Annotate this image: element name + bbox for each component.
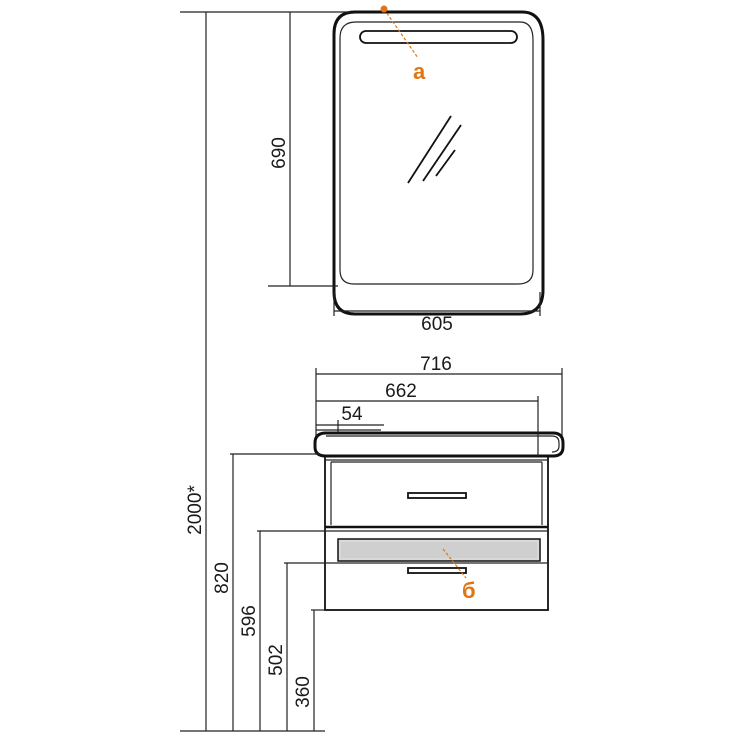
dim-label-605: 605: [421, 314, 453, 335]
dim-label-360: 360: [293, 676, 314, 708]
dim-heights: 2000* 820 596 502 360: [180, 12, 325, 732]
dim-mirror-width: 605: [333, 292, 541, 335]
dim-label-596: 596: [239, 605, 260, 637]
drawer-light-strip-inner: [341, 542, 537, 558]
dim-label-502: 502: [266, 644, 287, 676]
mirror-lamp-bar: [359, 30, 518, 44]
callout-b-group: б: [442, 548, 476, 603]
mirror-group: [332, 10, 545, 316]
lower-drawer-handle: [407, 567, 467, 574]
upper-drawer-handle: [407, 492, 467, 499]
mirror-reflection-line: [407, 115, 452, 184]
callout-a-leader: [383, 8, 419, 59]
mirror-outer-frame: [332, 10, 545, 316]
cabinet-body: [324, 455, 549, 611]
dim-label-662: 662: [385, 381, 417, 402]
callout-b-leader: [442, 548, 467, 579]
mirror-reflection-line: [422, 124, 462, 182]
cabinet-group: [313, 429, 565, 611]
mirror-inner-frame: [339, 21, 534, 285]
mirror-reflection-line: [435, 149, 456, 177]
dim-label-820: 820: [212, 562, 233, 594]
callout-a-group: а: [380, 5, 426, 84]
dim-label-2000: 2000*: [185, 485, 206, 535]
callout-b-label: б: [462, 578, 476, 603]
dim-label-54: 54: [341, 404, 363, 425]
dim-label-716: 716: [420, 354, 452, 375]
dim-cabinet-widths: 716 662 54: [315, 354, 563, 456]
dim-mirror-height: 690: [180, 11, 350, 287]
cabinet-countertop: [313, 431, 565, 458]
dim-label-690: 690: [269, 137, 290, 169]
cabinet-countertop-inner: [326, 435, 560, 453]
callout-a-label: а: [413, 59, 426, 84]
